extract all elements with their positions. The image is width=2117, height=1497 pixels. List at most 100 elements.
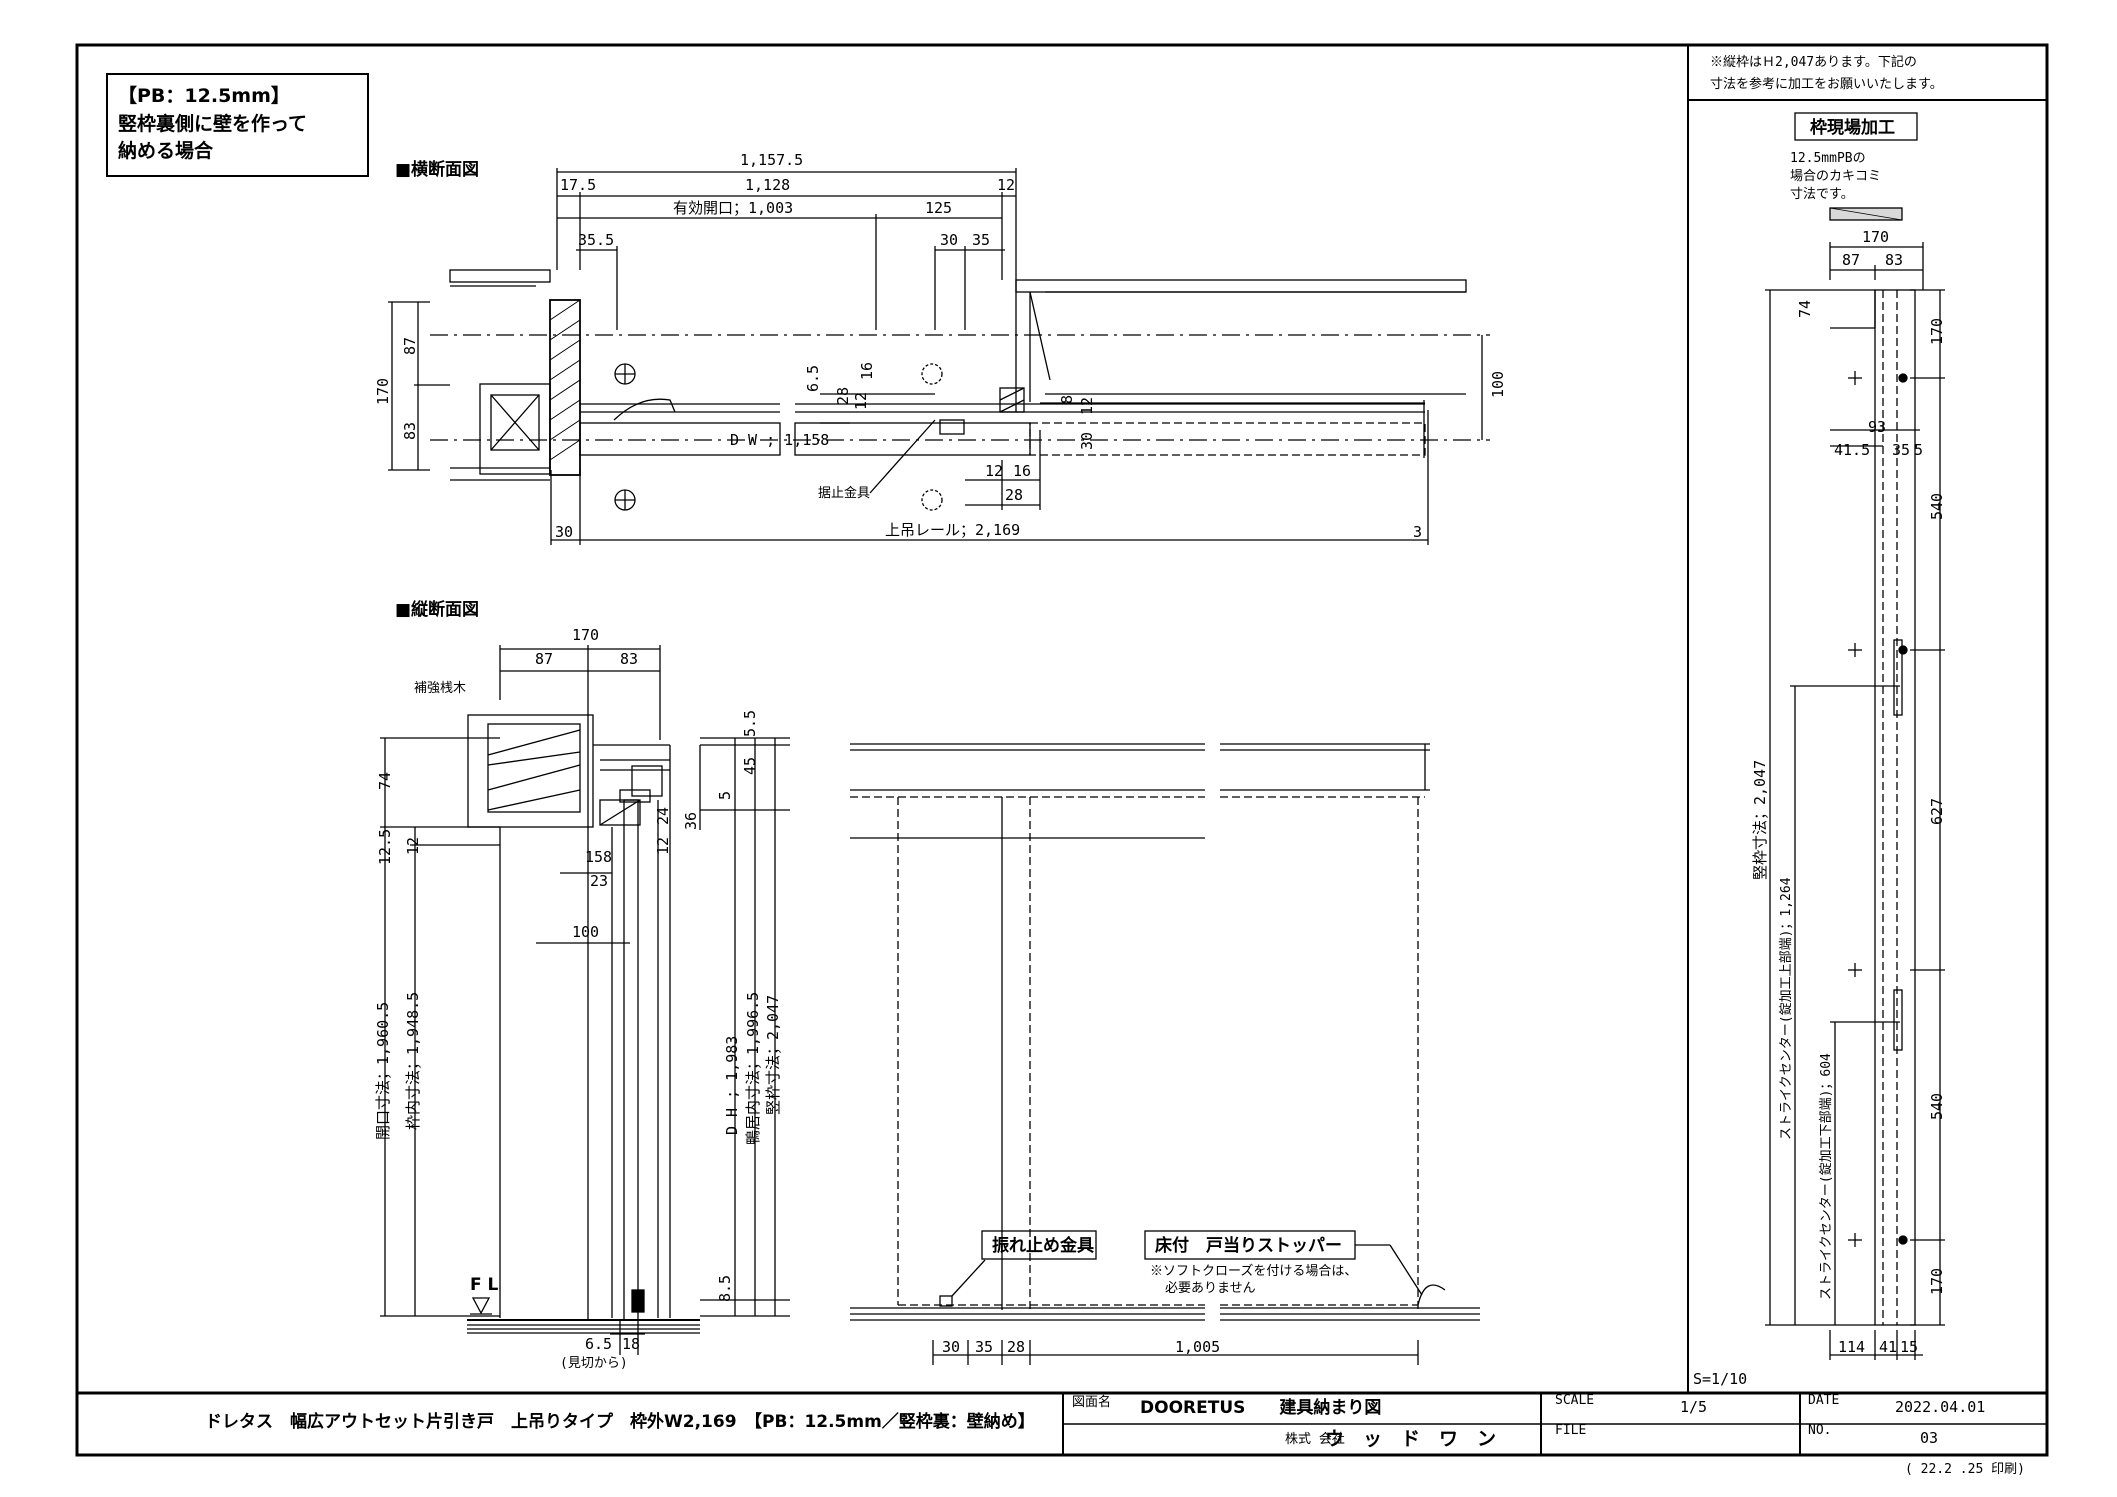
dim-b18: 18 (622, 1335, 640, 1353)
dim-e30: 30 (942, 1338, 960, 1356)
rdim-5: 5 (1914, 441, 1923, 459)
dim-effective-opening: 有効開口；1,003 (673, 199, 793, 217)
no-label: NO. (1808, 1423, 1831, 1438)
elevation-note-2: 必要ありません (1165, 1281, 1256, 1296)
dim-w87: 87 (535, 650, 553, 668)
dim-16b: 16 (1013, 462, 1031, 480)
dim-12v: 12 (654, 837, 672, 855)
label-view-note: (見切から) (560, 1356, 628, 1371)
rdim-strike-upper: ストライクセンター(錠加工上部端)；1,264 (1779, 877, 1794, 1140)
dim-b6-5: 6.5 (585, 1335, 612, 1353)
label-stopper: 据止金具 (818, 485, 870, 501)
note-line-1: 【PB：12.5mm】 (118, 84, 290, 107)
rdim-93: 93 (1868, 418, 1886, 436)
product-title: ドレタス 幅広アウトセット片引き戸 上吊りタイプ 枠外W2,169 【PB：12… (205, 1411, 1035, 1432)
dim-h170: 170 (374, 378, 392, 405)
dim-35-5: 35.5 (578, 231, 614, 249)
rdim-w170: 170 (1862, 228, 1889, 246)
rdim-627: 627 (1928, 798, 1946, 825)
rdim-41: 41 (1879, 1338, 1897, 1356)
dim-12c: 12 (985, 462, 1003, 480)
dim-8: 8 (1058, 395, 1076, 404)
scale-value: 1/5 (1680, 1398, 1707, 1416)
dim-rail-left: 30 (555, 523, 573, 541)
dim-e28: 28 (1007, 1338, 1025, 1356)
horizontal-section (388, 168, 1490, 545)
rdim-35: 35 (1892, 441, 1910, 459)
dim-100: 100 (572, 923, 599, 941)
dim-frame: 竪枠寸法；2,047 (764, 995, 782, 1115)
rdim-41-5: 41.5 (1834, 441, 1870, 459)
dim-right-gap: 12 (997, 176, 1015, 194)
dim-w170: 170 (572, 626, 599, 644)
dim-5-5: 5.5 (741, 710, 759, 737)
note-line-2: 竪枠裏側に壁を作って (118, 112, 307, 135)
vertical-section (380, 645, 790, 1355)
note-line-3: 納める場合 (118, 139, 214, 162)
right-note-2: 寸法を参考に加工をお願いいたします。 (1710, 76, 1943, 92)
dim-23: 23 (590, 872, 608, 890)
dim-w83: 83 (620, 650, 638, 668)
file-label: FILE (1555, 1423, 1586, 1438)
elevation-note-1: ※ソフトクローズを付ける場合は、 (1150, 1263, 1357, 1279)
right-title: 枠現場加工 (1810, 118, 1895, 138)
no-value: 03 (1920, 1429, 1938, 1447)
frame-processing-panel (1765, 112, 1945, 1360)
dim-125: 125 (925, 199, 952, 217)
dim-sill-inner: 鴨居内寸法；1,996.5 (744, 992, 762, 1145)
dim-12-5: 12.5 (376, 829, 394, 865)
rdim-114: 114 (1838, 1338, 1865, 1356)
dim-e1005: 1,005 (1175, 1338, 1220, 1356)
horizontal-section-title: ■横断面図 (395, 159, 479, 180)
vertical-section-title: ■縦断面図 (395, 599, 479, 620)
dim-inner: 枠内寸法；1,948.5 (404, 992, 422, 1130)
company-name: ウ ッ ド ワ ン (1325, 1428, 1496, 1450)
dim-overall: 1,157.5 (740, 151, 803, 169)
right-pb-1: 12.5mmPBの (1790, 151, 1866, 166)
dim-28b: 28 (1005, 486, 1023, 504)
dim-dh: D H ; 1,983 (723, 1036, 741, 1135)
drawing-name: DOORETUS 建具納まり図 (1140, 1397, 1381, 1418)
rdim-74: 74 (1796, 300, 1814, 318)
printed-date: ( 22.2 .25 印刷) (1905, 1462, 2025, 1477)
dim-rail: 上吊レール；2,169 (885, 521, 1020, 539)
dim-158: 158 (585, 848, 612, 866)
dim-rail-right: 3 (1413, 523, 1422, 541)
right-pb-2: 場合のカキコミ (1790, 169, 1881, 184)
label-fl: F L (470, 1275, 499, 1295)
company-label: 株式 会社 (1285, 1431, 1345, 1447)
scale-label: SCALE (1555, 1393, 1594, 1408)
dim-12a: 12 (852, 392, 870, 410)
dim-5: 5 (716, 791, 734, 800)
rdim-170a: 170 (1928, 318, 1946, 345)
label-floor-stopper: 床付 戸当りストッパー (1155, 1235, 1342, 1256)
dim-35: 35 (972, 231, 990, 249)
dim-30: 30 (940, 231, 958, 249)
dim-door-width: D W ; 1,158 (730, 431, 829, 449)
dim-28a: 28 (834, 387, 852, 405)
rdim-170b: 170 (1928, 1268, 1946, 1295)
dim-74: 74 (376, 772, 394, 790)
rdim-strike-lower: ストライクセンター(錠加工下部端)；604 (1819, 1053, 1834, 1300)
rdim-540a: 540 (1928, 493, 1946, 520)
rdim-frame: 竪枠寸法；2,047 (1751, 760, 1769, 880)
right-pb-3: 寸法です。 (1790, 187, 1854, 202)
scale-note: S=1/10 (1693, 1370, 1747, 1388)
dim-opening: 開口寸法；1,960.5 (374, 1002, 392, 1140)
dim-e35: 35 (975, 1338, 993, 1356)
drawing-label: 図面名 (1072, 1394, 1111, 1410)
rdim-w87: 87 (1842, 251, 1860, 269)
dim-12: 12 (404, 837, 422, 855)
dim-16a: 16 (858, 362, 876, 380)
dim-h83: 83 (401, 422, 419, 440)
dim-36: 36 (682, 812, 700, 830)
rdim-540b: 540 (1928, 1093, 1946, 1120)
dim-h100: 100 (1489, 371, 1507, 398)
dim-30b: 30 (1078, 432, 1096, 450)
dim-middle: 1,128 (745, 176, 790, 194)
rdim-15: 15 (1900, 1338, 1918, 1356)
date-label: DATE (1808, 1393, 1839, 1408)
dim-24: 24 (654, 807, 672, 825)
note-box (106, 73, 369, 177)
